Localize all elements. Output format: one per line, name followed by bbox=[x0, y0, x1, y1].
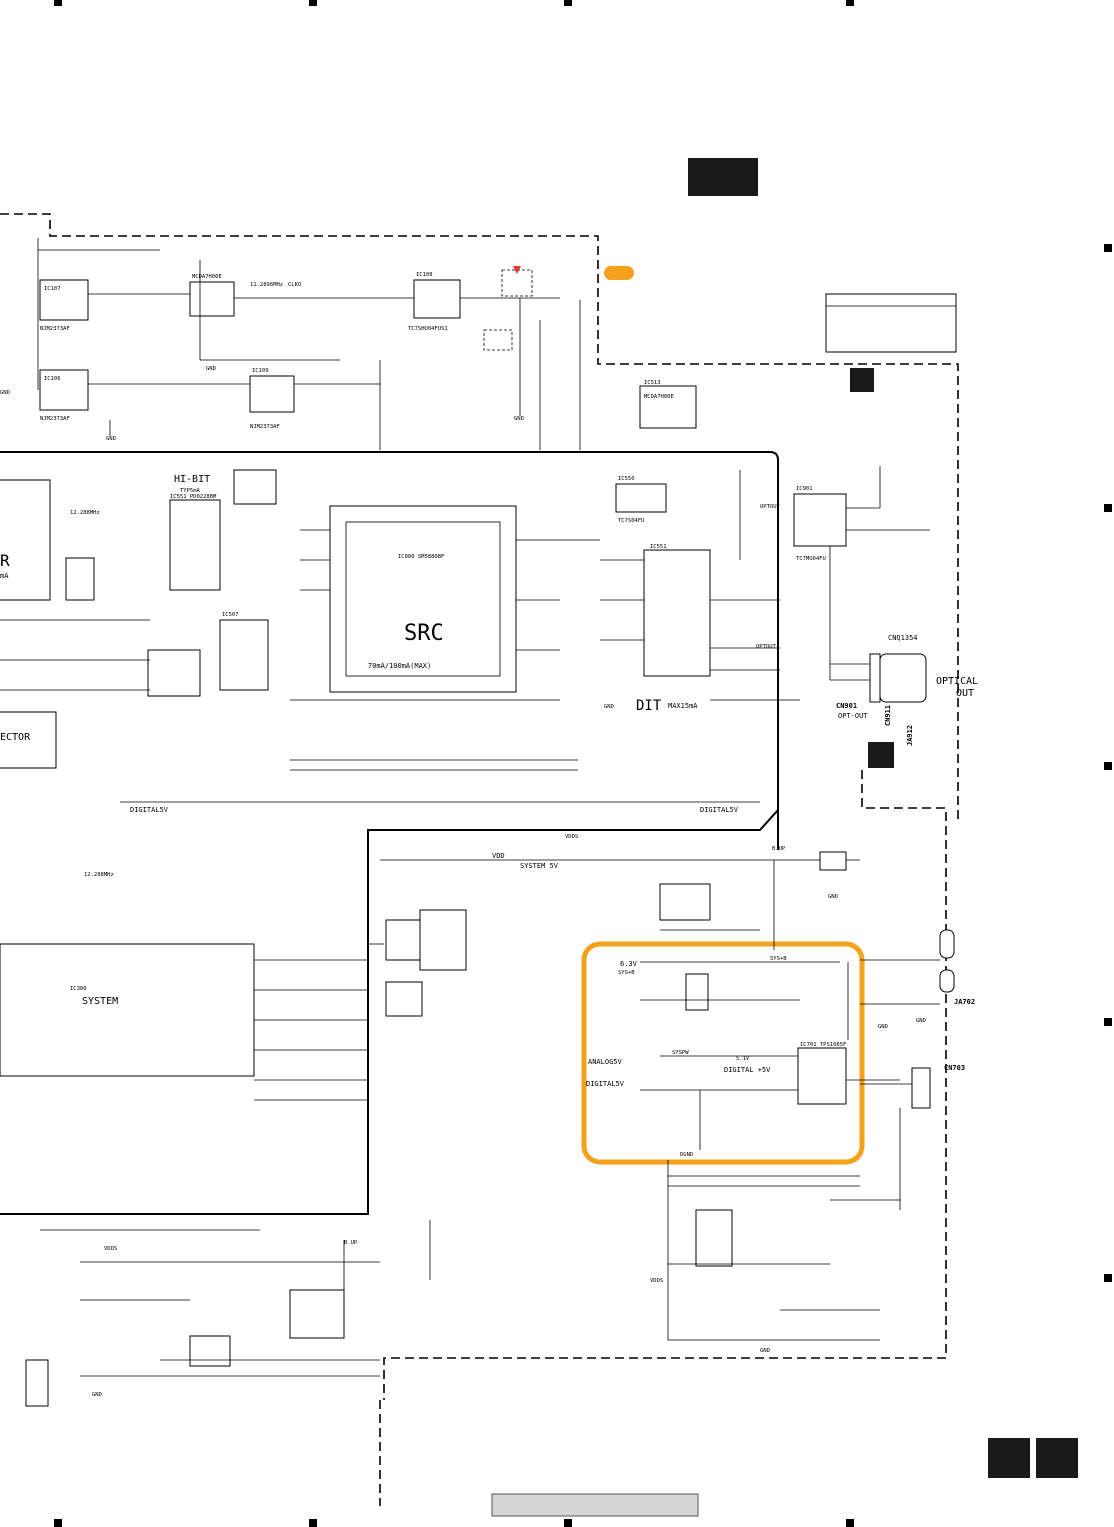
board-outline bbox=[0, 213, 959, 1506]
dit-title: DIT bbox=[636, 698, 662, 714]
power-section: SYSTEM 5V VDD VDDS B.UP bbox=[368, 834, 860, 1017]
svg-text:12.288MHz: 12.288MHz bbox=[70, 510, 100, 516]
svg-text:GND: GND bbox=[878, 1024, 888, 1030]
svg-text:IC701 TPS1085F: IC701 TPS1085F bbox=[800, 1042, 846, 1048]
svg-text:TC7MU04FU: TC7MU04FU bbox=[796, 556, 826, 562]
svg-text:OPTOUT: OPTOUT bbox=[756, 644, 777, 650]
svg-text:NJM2373AF: NJM2373AF bbox=[250, 424, 280, 430]
svg-text:B.UP: B.UP bbox=[344, 1240, 358, 1246]
svg-text:IC800 SM5880BF: IC800 SM5880BF bbox=[398, 554, 444, 560]
svg-text:OPT-OUT: OPT-OUT bbox=[838, 712, 868, 720]
digital5v-left: DIGITAL5V bbox=[130, 806, 169, 814]
svg-text:5.1V: 5.1V bbox=[736, 1056, 750, 1062]
svg-text:MCDA7H00E: MCDA7H00E bbox=[192, 274, 222, 280]
svg-text:IC513: IC513 bbox=[644, 380, 661, 386]
ground-labels: GND GND GND GND GND GND GND GND GND bbox=[0, 366, 926, 1354]
optical-out-line2: OUT bbox=[956, 688, 974, 699]
bottom-right-circuit: VDDS bbox=[650, 1160, 900, 1341]
svg-text:SYS+B: SYS+B bbox=[770, 956, 787, 962]
highlight-box bbox=[581, 941, 865, 1165]
svg-text:GND: GND bbox=[206, 366, 216, 372]
svg-text:TC7SHU04FUS1: TC7SHU04FUS1 bbox=[408, 326, 448, 332]
svg-text:GND: GND bbox=[514, 416, 524, 422]
ja702-label: JA702 bbox=[954, 998, 975, 1006]
digital5v-box-label: DIGITAL5V bbox=[586, 1080, 625, 1088]
digital-plus5v-title: DIGITAL +5V bbox=[724, 1066, 771, 1074]
selector-title: ECTOR bbox=[0, 732, 31, 743]
digital-plus5v-block: 6.3V SYS+B SYS+B ANALOG5V DIGITAL5V 5.1V… bbox=[586, 956, 900, 1158]
src-block: IC800 SM5880BF SRC 70mA/100mA(MAX) bbox=[290, 505, 600, 771]
svg-text:GND: GND bbox=[92, 1392, 102, 1398]
svg-text:TC7S04FU: TC7S04FU bbox=[618, 518, 645, 524]
svg-text:IC551 PD0228BM: IC551 PD0228BM bbox=[170, 494, 217, 500]
svg-text:GND: GND bbox=[828, 894, 838, 900]
svg-text:DGND: DGND bbox=[680, 1152, 693, 1158]
cn703-label: CN703 bbox=[944, 1064, 965, 1072]
svg-text:VDD: VDD bbox=[492, 852, 505, 860]
svg-text:MAX15mA: MAX15mA bbox=[668, 702, 698, 710]
svg-text:IC109: IC109 bbox=[252, 368, 269, 374]
section-tab-top bbox=[688, 158, 758, 196]
svg-text:VDDS: VDDS bbox=[650, 1278, 663, 1284]
legend-box bbox=[825, 293, 957, 353]
svg-text:11.2896MHz: 11.2896MHz bbox=[250, 282, 283, 288]
optical-out-line1: OPTICAL bbox=[936, 676, 978, 687]
footer-bar bbox=[491, 1493, 699, 1517]
svg-text:VDDS: VDDS bbox=[104, 1246, 117, 1252]
svg-text:IC108: IC108 bbox=[416, 272, 433, 278]
svg-text:12.288MHz: 12.288MHz bbox=[84, 872, 114, 878]
system-title: SYSTEM bbox=[82, 996, 118, 1007]
svg-text:MCDA7H00E: MCDA7H00E bbox=[644, 394, 674, 400]
cn901-label: CN901 bbox=[836, 702, 857, 710]
page-tab-2 bbox=[1036, 1438, 1078, 1478]
section-tab-mid bbox=[850, 368, 874, 392]
right-connectors: JA702 CN703 bbox=[860, 929, 975, 1210]
cnq1354-label: CNQ1354 bbox=[888, 634, 918, 642]
section-tab-right bbox=[868, 742, 894, 768]
svg-text:IC901: IC901 bbox=[796, 486, 813, 492]
svg-text:VDDS: VDDS bbox=[565, 834, 578, 840]
bottom-left-circuit: B.UP VDDS GND bbox=[25, 1220, 431, 1407]
hibit-title: HI-BIT bbox=[174, 474, 210, 485]
svg-text:IC300: IC300 bbox=[70, 986, 87, 992]
top-ic-group: IC107 NJM2373AF IC106 NJM2373AF MCDA7H00… bbox=[39, 272, 697, 430]
r-partial-title: R bbox=[0, 551, 10, 570]
svg-text:IC507: IC507 bbox=[222, 612, 239, 618]
svg-text:GND: GND bbox=[604, 704, 614, 710]
cn911-label: CN911 bbox=[884, 705, 892, 726]
svg-text:CLKO: CLKO bbox=[288, 282, 301, 288]
svg-text:OPTOUT: OPTOUT bbox=[760, 504, 781, 510]
src-title: SRC bbox=[404, 621, 444, 646]
svg-text:GND: GND bbox=[0, 390, 10, 396]
svg-text:NJM2373AF: NJM2373AF bbox=[40, 416, 70, 422]
analog5v-label: ANALOG5V bbox=[588, 1058, 623, 1066]
svg-text:6.3V: 6.3V bbox=[620, 960, 638, 968]
left-partial-blocks: R mA ECTOR 12.288MHz DIGITAL5V DIGITAL5V bbox=[0, 479, 760, 814]
ja912-label: JA912 bbox=[906, 725, 914, 746]
ic107-label: IC107 bbox=[44, 286, 61, 292]
system5v-label: SYSTEM 5V bbox=[520, 862, 559, 870]
top-wires bbox=[37, 238, 581, 450]
svg-text:IC550: IC550 bbox=[618, 476, 635, 482]
svg-text:IC551: IC551 bbox=[650, 544, 667, 550]
svg-text:NJM2373AF: NJM2373AF bbox=[40, 326, 70, 332]
digital5v-right: DIGITAL5V bbox=[700, 806, 739, 814]
svg-text:IC106: IC106 bbox=[44, 376, 61, 382]
hibit-block: HI-BIT TYP5mA IC551 PD0228BM IC507 bbox=[147, 469, 277, 697]
registration-markers bbox=[54, 0, 1112, 1527]
dit-block: IC550 TC7S04FU IC551 DIT MAX15mA OPTOUT … bbox=[600, 470, 800, 714]
optical-out-group: TC7MU04FU IC901 CNQ1354 OPTICAL OUT CN90… bbox=[793, 466, 978, 746]
svg-text:SYS+B: SYS+B bbox=[618, 970, 635, 976]
page-tab-1 bbox=[988, 1438, 1030, 1478]
svg-text:GND: GND bbox=[106, 436, 116, 442]
svg-text:GND: GND bbox=[760, 1348, 770, 1354]
src-current: 70mA/100mA(MAX) bbox=[368, 662, 431, 670]
svg-text:GND: GND bbox=[916, 1018, 926, 1024]
system-block: SYSTEM IC300 12.288MHz bbox=[0, 872, 368, 1101]
svg-text:TYP5mA: TYP5mA bbox=[180, 488, 201, 494]
svg-text:SYSPW: SYSPW bbox=[672, 1050, 689, 1056]
svg-text:mA: mA bbox=[0, 572, 9, 580]
svg-text:B.UP: B.UP bbox=[772, 846, 786, 852]
